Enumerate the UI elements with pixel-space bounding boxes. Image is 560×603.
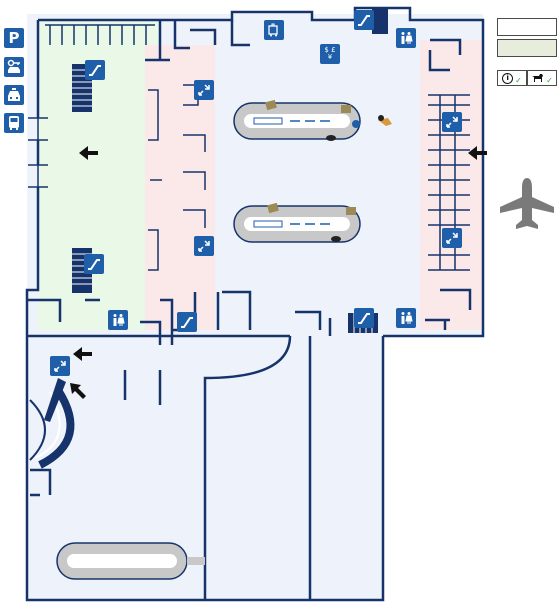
restroom-icon	[108, 310, 128, 330]
inner-wall-4	[173, 20, 217, 50]
inner-wall-11	[28, 298, 100, 322]
legend-swatch-beige	[497, 39, 557, 57]
luggage-4	[346, 207, 356, 215]
inner-wall-5	[230, 20, 250, 47]
luggage-cart-icon	[264, 20, 284, 40]
luggage-3	[267, 202, 279, 214]
inner-wall-1	[145, 20, 170, 62]
carousel-dashes	[290, 120, 330, 225]
luggage-1	[265, 99, 277, 111]
escalator-icon	[84, 254, 104, 274]
carousel-1-belt	[253, 117, 283, 125]
check-icon: ✓	[546, 75, 553, 85]
elevator-icon	[194, 236, 214, 256]
outer-wall-left	[25, 20, 385, 602]
car-rental-icon	[4, 57, 24, 77]
baggage-carousels	[56, 99, 392, 580]
ramp-dark-wedge	[44, 378, 66, 422]
arrow-diag	[70, 383, 86, 399]
escalator-steps-lower	[72, 253, 92, 285]
ramp	[29, 378, 75, 469]
elevator-icon	[194, 80, 214, 100]
escalator-icon	[85, 60, 105, 80]
gate-bar-2	[28, 164, 48, 188]
pink-zone-right	[420, 40, 483, 330]
escalator-icon	[177, 312, 197, 332]
info-symbol: i	[506, 73, 509, 82]
pet-icon	[532, 74, 544, 82]
legend-swatch-white	[497, 18, 557, 36]
person-head	[378, 115, 384, 121]
luggage-dark-2	[331, 236, 341, 242]
parking-icon: P	[4, 28, 24, 48]
escalator-icon	[354, 308, 374, 328]
elevator-icon	[442, 228, 462, 248]
parking-label: P	[8, 29, 20, 47]
elevator-icon	[50, 356, 70, 376]
lower-curve-wall	[203, 335, 292, 600]
restroom-icon	[396, 308, 416, 328]
legend-pet-item: ✓	[527, 70, 557, 86]
carousel-3-inner	[67, 554, 177, 568]
inner-wall-9	[30, 468, 52, 497]
restroom-icon	[396, 28, 416, 48]
ramp-arc	[38, 387, 75, 469]
luggage-2	[341, 105, 351, 113]
bus-icon	[4, 113, 24, 133]
carousel-2-belt	[253, 220, 283, 228]
floor-areas	[27, 14, 483, 600]
luggage-dark-1	[326, 135, 336, 141]
check-icon: ✓	[515, 75, 522, 85]
left-booths	[148, 89, 162, 271]
airplane-icon	[500, 178, 554, 229]
inner-wall-8	[295, 310, 332, 336]
elevator-icon	[442, 112, 462, 132]
green-zone-rails	[45, 24, 155, 45]
currency-symbols: $ £ ¥	[324, 46, 336, 61]
arrow-left-2	[468, 146, 487, 160]
direction-arrows	[70, 146, 487, 399]
inner-wall-10	[123, 370, 162, 405]
inner-wall-7	[425, 288, 472, 330]
escalator-steps-upper	[72, 69, 92, 107]
info-icon: i	[502, 72, 514, 84]
legend-info-item: i ✓	[497, 70, 527, 86]
inner-wall-6	[428, 38, 462, 72]
escalator-top	[372, 8, 388, 34]
currency-exchange-icon: $ £ ¥	[320, 44, 340, 64]
arrow-left-1	[79, 146, 98, 160]
arrow-left-3	[73, 347, 92, 361]
ramp-wall-arc	[29, 399, 46, 461]
gate-bar-1	[28, 117, 48, 141]
escalator-icon	[354, 10, 374, 30]
taxi-icon	[4, 85, 24, 105]
carousel-3-feed	[187, 557, 205, 565]
luggage-blue	[352, 120, 360, 128]
